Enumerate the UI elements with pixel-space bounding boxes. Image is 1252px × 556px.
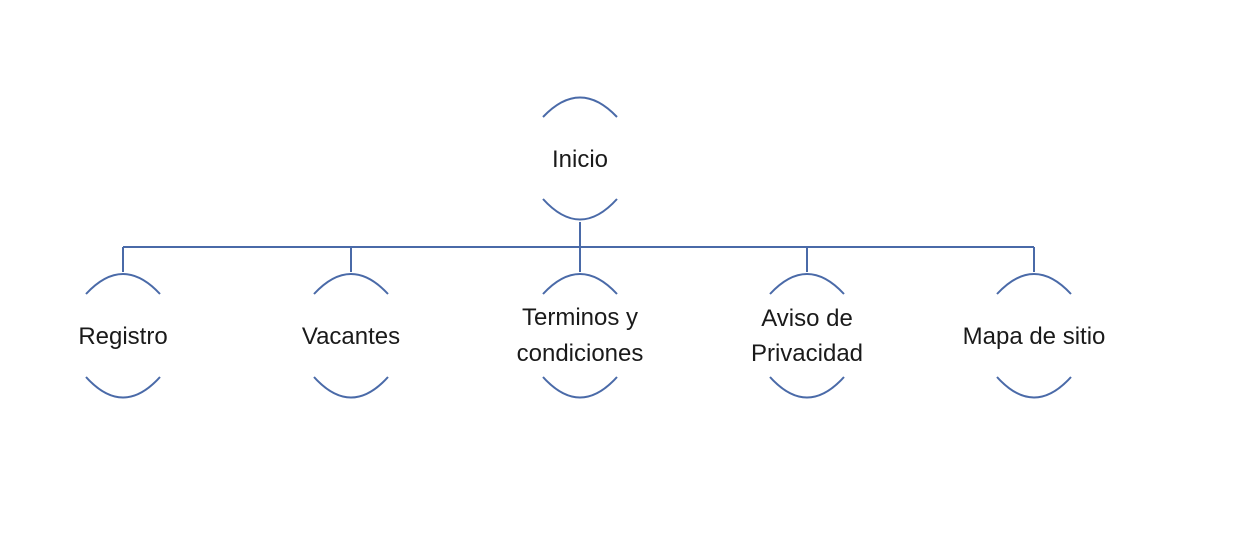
node-top-arc bbox=[542, 96, 618, 118]
connectors bbox=[122, 222, 1035, 272]
node-label-line-2: Privacidad bbox=[751, 340, 863, 367]
node-registro: Registro bbox=[78, 273, 168, 399]
node-inicio: Inicio bbox=[542, 96, 618, 221]
node-bottom-arc bbox=[85, 376, 161, 399]
node-top-arc bbox=[313, 273, 389, 295]
node-bottom-arc bbox=[542, 376, 618, 399]
node-top-arc bbox=[769, 273, 845, 295]
node-label: Registro bbox=[78, 323, 167, 350]
node-aviso-de-privacidad: Aviso de Privacidad bbox=[751, 273, 863, 399]
node-terminos-y-condiciones: Terminos y condiciones bbox=[517, 273, 644, 399]
node-vacantes: Vacantes bbox=[302, 273, 400, 399]
node-top-arc bbox=[85, 273, 161, 295]
node-label-line-1: Terminos y bbox=[522, 304, 638, 331]
node-top-arc bbox=[996, 273, 1072, 295]
node-bottom-arc bbox=[542, 198, 618, 221]
node-bottom-arc bbox=[769, 376, 845, 399]
node-label: Vacantes bbox=[302, 323, 400, 350]
node-label: Inicio bbox=[552, 146, 608, 173]
node-label-line-2: condiciones bbox=[517, 340, 644, 367]
node-bottom-arc bbox=[996, 376, 1072, 399]
node-mapa-de-sitio: Mapa de sitio bbox=[963, 273, 1106, 399]
node-bottom-arc bbox=[313, 376, 389, 399]
node-label: Mapa de sitio bbox=[963, 323, 1106, 350]
node-top-arc bbox=[542, 273, 618, 295]
node-label-line-1: Aviso de bbox=[761, 305, 853, 332]
